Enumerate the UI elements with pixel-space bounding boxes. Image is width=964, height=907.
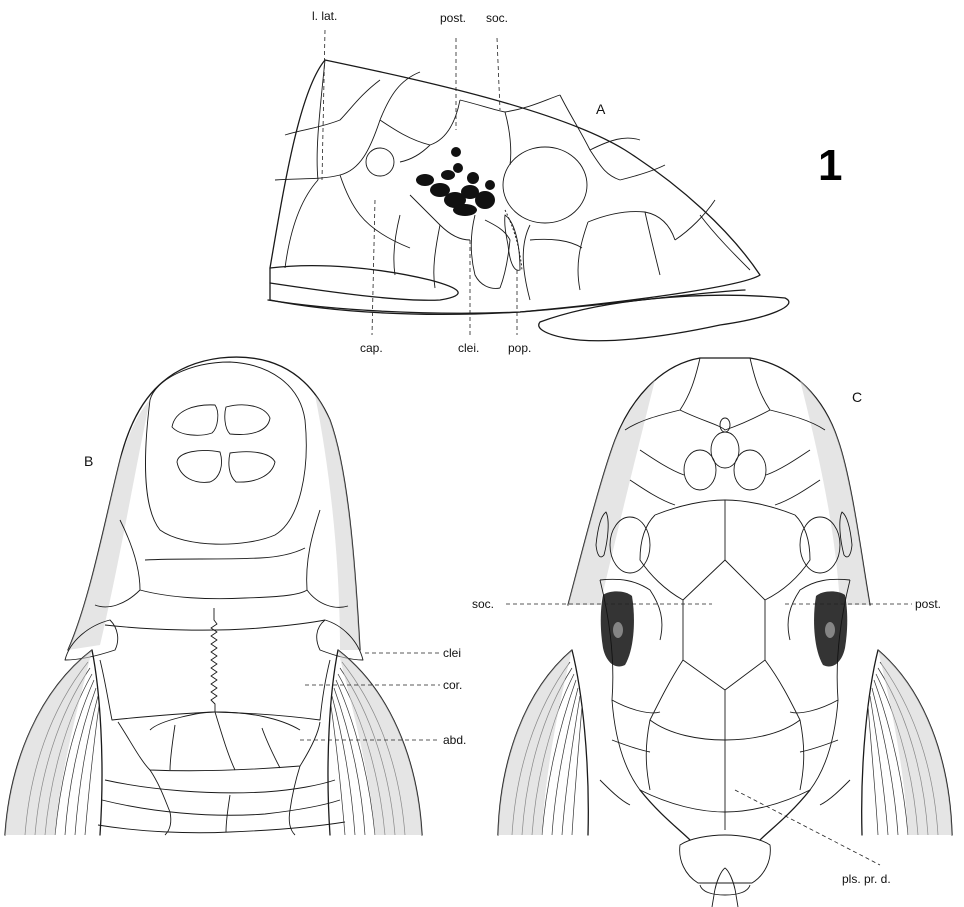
- pectoral-fin-left-b: [5, 650, 102, 835]
- label-clei-a: clei.: [458, 341, 479, 355]
- label-post-a: post.: [440, 11, 466, 25]
- panel-label-b: B: [84, 453, 93, 469]
- label-soc-a: soc.: [486, 11, 508, 25]
- pectoral-fin-right-c: [862, 650, 952, 835]
- label-clei-b: clei: [443, 646, 461, 660]
- pectoral-fin-right-b: [328, 650, 422, 835]
- label-abd: abd.: [443, 733, 466, 747]
- panel-label-c: C: [852, 389, 862, 405]
- label-l-lat: l. lat.: [312, 9, 337, 23]
- label-soc-c: soc.: [472, 597, 494, 611]
- pigment-patch-c-left: [601, 591, 634, 666]
- panel-b-ventral-view: clei cor. abd. B: [5, 357, 466, 835]
- label-post-c: post.: [915, 597, 941, 611]
- pigment-patch-c-right: [814, 591, 847, 666]
- panel-label-a: A: [596, 101, 606, 117]
- label-pls-pr-d: pls. pr. d.: [842, 872, 891, 886]
- label-pop: pop.: [508, 341, 531, 355]
- panel-a-lateral-head: l. lat. post. soc. cap. clei. pop. A: [268, 9, 789, 355]
- pigment-patch-a: [416, 147, 495, 216]
- label-cap: cap.: [360, 341, 383, 355]
- panel-c-dorsal-view: soc. post. pls. pr. d. C: [472, 358, 952, 907]
- figure-number: 1: [818, 141, 842, 190]
- pectoral-fin-left-c: [498, 650, 588, 835]
- label-cor: cor.: [443, 678, 462, 692]
